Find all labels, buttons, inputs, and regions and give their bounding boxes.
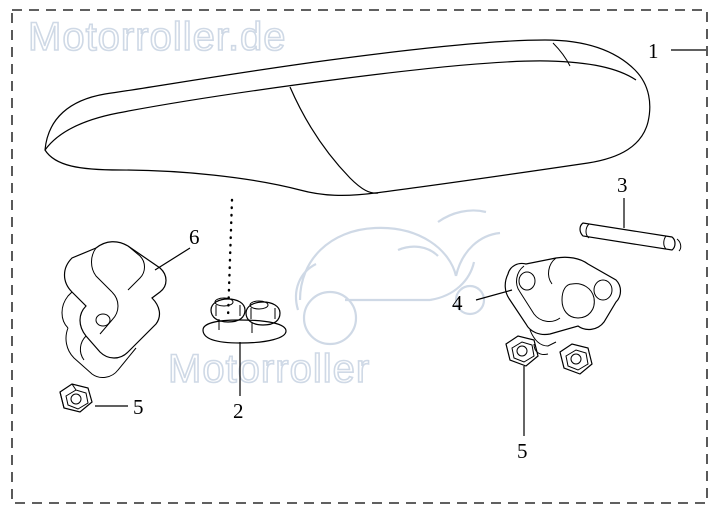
part-hinge-pin [579,222,682,252]
watermark-top: Motorroller.de [27,14,287,60]
callout-label-4: 4 [452,291,463,315]
callout-label-1: 1 [648,39,659,63]
callout-leader-5-left: 5 [95,395,144,419]
callout-label-6: 6 [189,225,200,249]
part-hinge-bracket [504,256,622,355]
callout-leader-3: 3 [617,173,628,228]
part-nut-right-back [559,343,593,375]
callout-leader-5-right: 5 [517,366,528,463]
part-seat-assembly [44,39,651,196]
callout-label-2: 2 [233,399,244,423]
callout-label-5-right: 5 [517,439,528,463]
callout-leader-1: 1 [648,39,706,63]
callout-label-5-left: 5 [133,395,144,419]
watermark-bottom: Motorroller [167,346,370,392]
watermark-text-top: Motorroller.de [28,15,287,59]
watermark-scooter-icon [294,209,501,346]
part-rubber-bumpers [202,297,287,344]
callout-leader-4: 4 [452,289,513,315]
dotted-alignment-line [226,198,234,320]
callout-leader-2: 2 [226,198,244,423]
part-nut-right-front [505,335,539,367]
dashed-frame-border [11,9,708,504]
watermark-text-bottom: Motorroller [168,347,370,391]
callout-label-3: 3 [617,173,628,197]
part-seat-latch-bracket [61,241,167,378]
callout-leader-6: 6 [154,225,200,271]
part-nut-left [59,383,93,413]
